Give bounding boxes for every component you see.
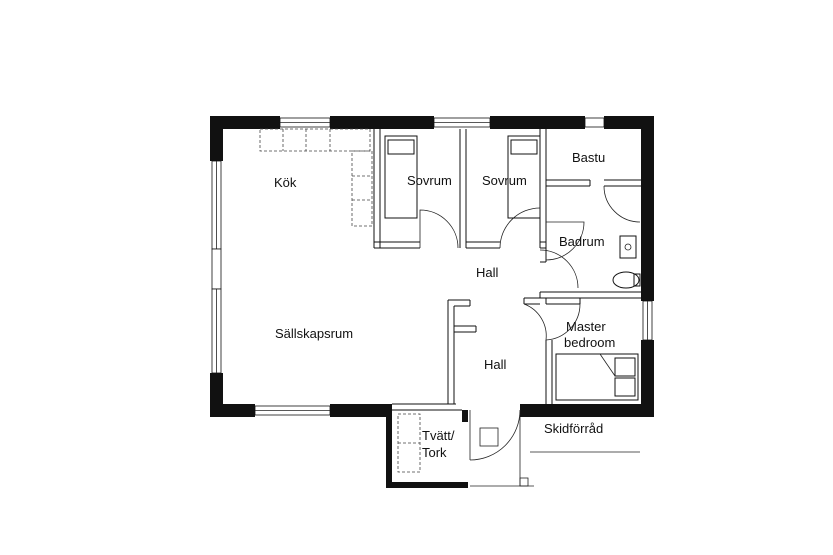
porch-outline <box>470 417 640 487</box>
room-label-master-line2: bedroom <box>564 335 615 350</box>
laundry-fixtures <box>397 413 499 473</box>
interior-walls <box>373 129 641 411</box>
room-label-sovrum-1: Sovrum <box>407 173 452 188</box>
room-label-hall-2: Hall <box>484 357 507 372</box>
room-label-hall-1: Hall <box>476 265 499 280</box>
windows <box>211 117 653 416</box>
bathroom-fixtures <box>612 235 641 289</box>
kitchen-counters <box>259 128 373 227</box>
doors <box>419 185 641 461</box>
outer-walls <box>210 116 654 488</box>
room-label-badrum: Badrum <box>559 234 605 249</box>
room-label-sovrum-2: Sovrum <box>482 173 527 188</box>
room-label-tvatt-line1: Tvätt/ <box>422 428 455 443</box>
room-label-skidforrad: Skidförråd <box>544 421 603 436</box>
room-label-sallskapsrum: Sällskapsrum <box>275 326 353 341</box>
room-label-master-line1: Master <box>566 319 606 334</box>
room-labels: Kök Sovrum Sovrum Bastu Badrum Hall Hall… <box>274 150 615 460</box>
room-label-tvatt-line2: Tork <box>422 445 447 460</box>
room-label-kok: Kök <box>274 175 297 190</box>
room-label-bastu: Bastu <box>572 150 605 165</box>
beds <box>384 135 639 401</box>
